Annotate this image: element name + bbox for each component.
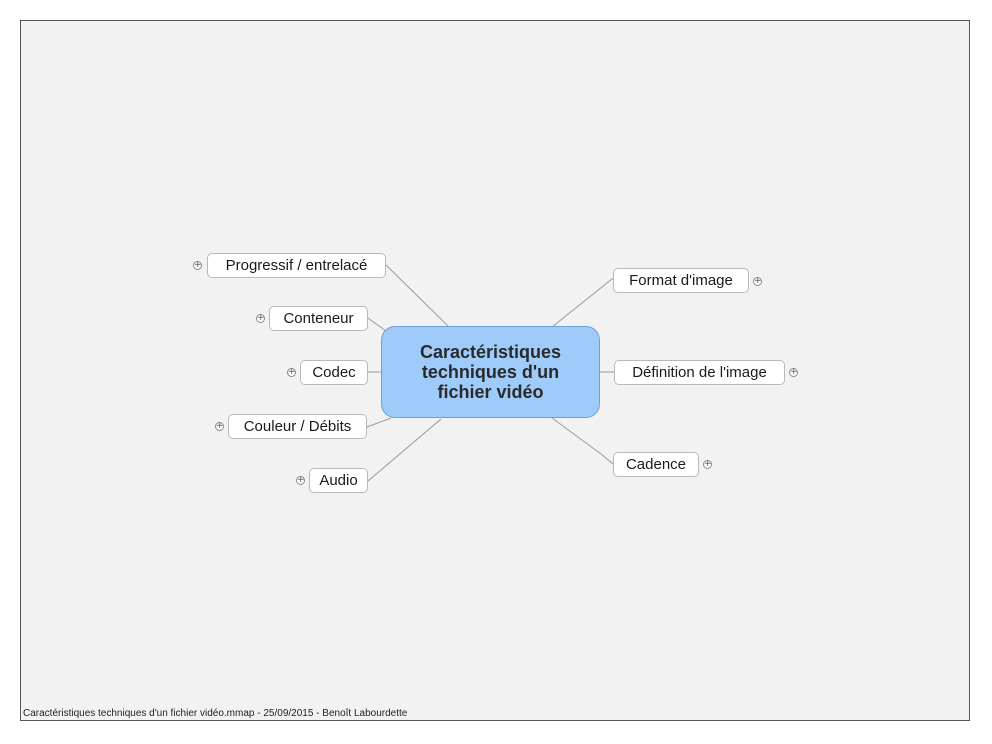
central-topic-line-2: techniques d'un: [421, 362, 560, 382]
topic-label: Codec: [312, 364, 356, 381]
central-topic-line-1: Caractéristiques: [419, 342, 562, 362]
expand-plus-icon[interactable]: +: [287, 367, 296, 377]
topic-definition-image[interactable]: Définition de l'image: [614, 360, 785, 385]
expand-plus-icon[interactable]: +: [256, 313, 265, 323]
expand-plus-icon[interactable]: +: [193, 260, 202, 270]
connector-conteneur: [367, 317, 387, 332]
connector-format: [551, 278, 613, 328]
topic-label: Progressif / entrelacé: [225, 257, 368, 274]
connector-cadence: [551, 417, 602, 455]
central-topic-line-3: fichier vidéo: [437, 382, 544, 402]
topic-label: Couleur / Débits: [243, 418, 352, 435]
connector-lines: [366, 264, 618, 482]
connector-audio: [367, 418, 442, 482]
topic-format-image[interactable]: Format d'image: [613, 268, 749, 293]
topic-conteneur[interactable]: Conteneur: [269, 306, 368, 331]
central-topic[interactable]: Caractéristiques techniques d'un fichier…: [381, 326, 600, 418]
topic-progressif-entrelace[interactable]: Progressif / entrelacé: [207, 253, 386, 278]
expand-plus-icon[interactable]: +: [753, 276, 762, 286]
topic-label: Format d'image: [629, 272, 733, 289]
topic-label: Conteneur: [283, 310, 354, 327]
topic-label: Cadence: [625, 456, 687, 473]
topic-codec[interactable]: Codec: [300, 360, 368, 385]
topic-couleur-debits[interactable]: Couleur / Débits: [228, 414, 367, 439]
topic-label: Audio: [319, 472, 358, 489]
expand-plus-icon[interactable]: +: [296, 475, 305, 485]
mindmap-canvas: Caractéristiques techniques d'un fichier…: [20, 20, 970, 721]
expand-plus-icon[interactable]: +: [703, 459, 712, 469]
connector-cadence-tail: [600, 453, 614, 465]
expand-plus-icon[interactable]: +: [215, 421, 224, 431]
topic-label: Définition de l'image: [632, 364, 767, 381]
connector-progressif: [385, 264, 450, 328]
topic-audio[interactable]: Audio: [309, 468, 368, 493]
connector-couleur: [366, 417, 392, 428]
expand-plus-icon[interactable]: +: [789, 367, 798, 377]
footer-caption: Caractéristiques techniques d'un fichier…: [23, 708, 408, 719]
topic-cadence[interactable]: Cadence: [613, 452, 699, 477]
